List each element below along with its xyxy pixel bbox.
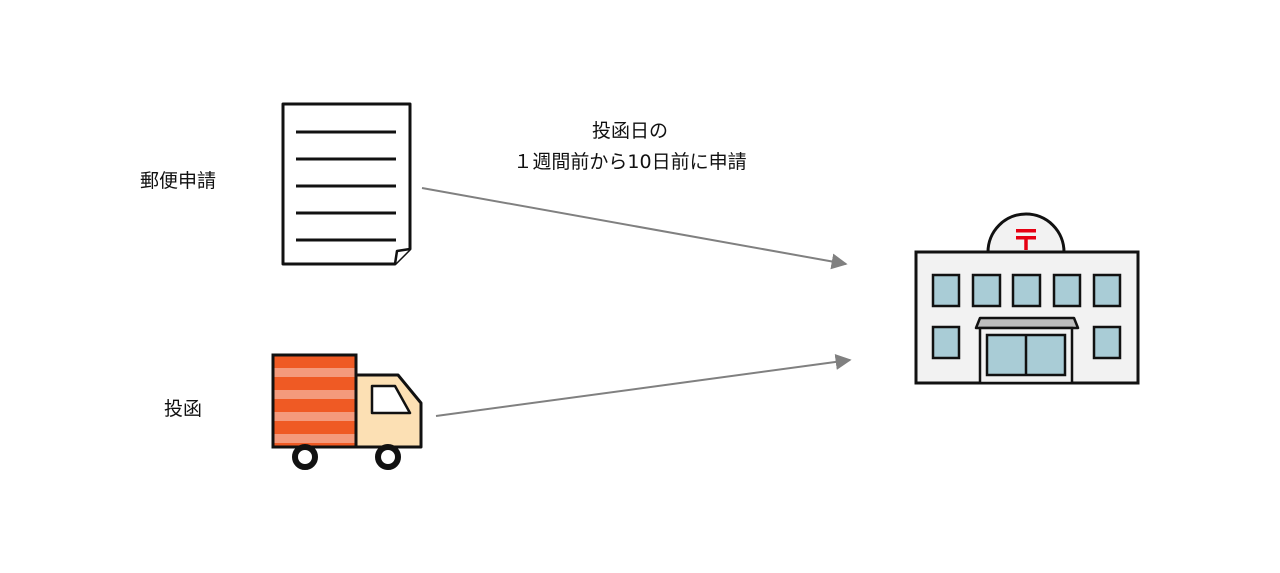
document-icon [281,102,412,266]
post-office-icon [914,212,1140,385]
mail-application-label: 郵便申請 [140,170,217,192]
timing-note: 投函日の １週間前から10日前に申請 [470,116,790,178]
timing-note-line2: １週間前から10日前に申請 [513,151,747,173]
delivery-truck-icon [271,353,423,470]
posting-label: 投函 [164,398,203,420]
timing-note-line1: 投函日の [591,120,668,142]
arrow-posting-to-post-office [435,354,852,417]
arrow-mail-to-post-office [421,187,848,270]
post-mark-icon [1016,229,1036,250]
